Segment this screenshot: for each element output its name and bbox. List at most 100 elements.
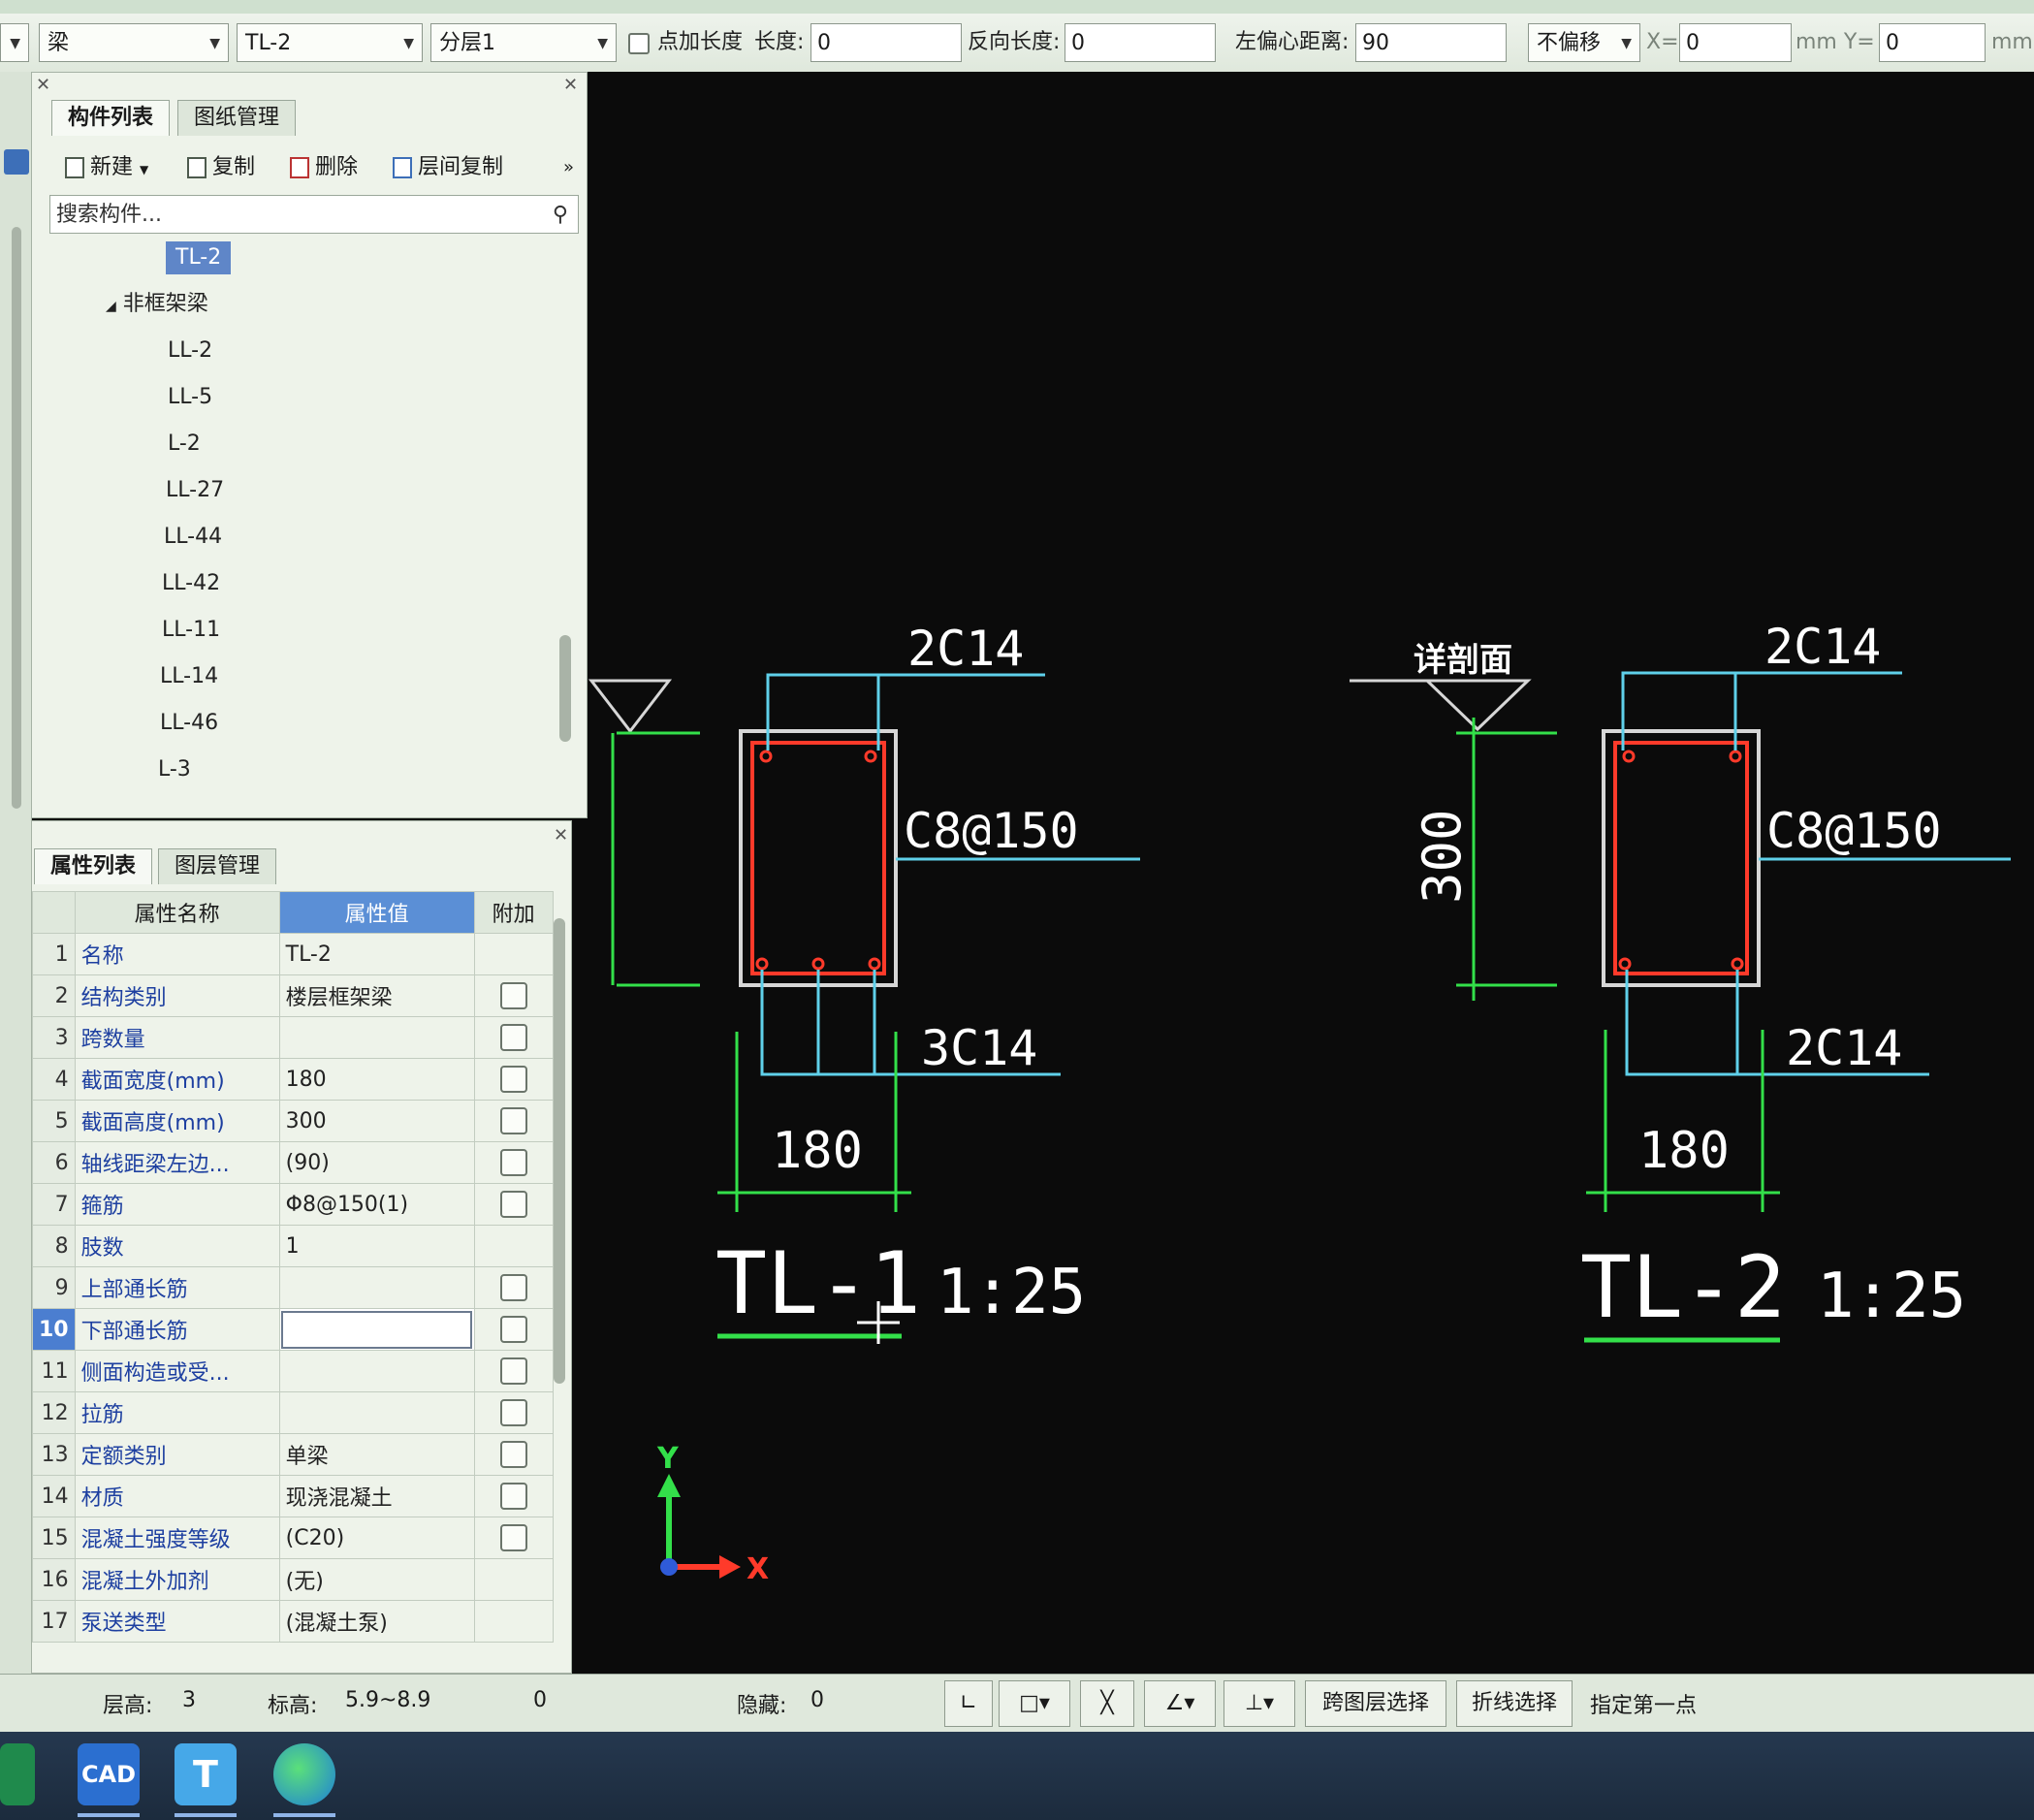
property-value[interactable] [278,1391,475,1434]
tree-item[interactable]: LL-27 [166,478,225,502]
angle-button[interactable]: ∠▾ [1144,1680,1216,1727]
property-value[interactable]: (混凝土泵) [278,1600,475,1643]
property-value[interactable]: 300 [278,1100,475,1142]
property-value[interactable]: (无) [278,1558,475,1601]
close-icon[interactable]: ✕ [554,825,569,846]
more-icon[interactable]: » [563,157,575,177]
extra-checkbox[interactable] [499,1399,527,1426]
left-dropdown[interactable]: ▼ [0,23,29,62]
type-combo[interactable]: 梁▼ [39,23,229,62]
extra-checkbox[interactable] [499,1316,527,1343]
property-value[interactable]: 1 [278,1225,475,1267]
tree-item[interactable]: LL-44 [164,525,223,549]
layer-combo[interactable]: 分层1▼ [430,23,617,62]
extra-checkbox[interactable] [499,1441,527,1468]
excel-icon[interactable] [0,1743,35,1805]
property-value[interactable]: TL-2 [278,933,475,975]
ortho-button[interactable]: ∟ [944,1680,993,1727]
tree-item[interactable]: L-3 [158,757,191,782]
edge-browser-icon[interactable] [273,1743,335,1805]
tree-item[interactable]: LL-2 [168,338,213,363]
tree-item[interactable]: L-2 [168,431,201,456]
tree-item[interactable]: LL-14 [160,664,219,688]
property-value[interactable]: 180 [278,1058,475,1101]
property-value[interactable]: (90) [278,1141,475,1184]
extra-checkbox[interactable] [499,982,527,1009]
tab-component-list[interactable]: 构件列表 [51,100,171,136]
tab-drawing-management[interactable]: 图纸管理 [177,100,297,136]
extra-checkbox[interactable] [499,1024,527,1051]
x-input[interactable]: 0 [1679,23,1792,62]
tree-item-selected[interactable]: TL-2 [166,241,232,274]
property-value[interactable] [278,1266,475,1309]
y-input[interactable]: 0 [1879,23,1986,62]
copy-button[interactable]: 复制 [187,148,255,187]
extra-length-checkbox[interactable] [628,33,650,54]
tree-item[interactable]: LL-5 [168,385,213,409]
tree-item[interactable]: LL-46 [160,711,219,735]
tl2-bottom-bars-label: 2C14 [1786,1020,1902,1076]
select-box-button[interactable]: □▾ [999,1680,1070,1727]
cross-layer-select-button[interactable]: 跨图层选择 [1305,1680,1446,1727]
member-combo[interactable]: TL-2▼ [237,23,423,62]
offset-combo[interactable]: 不偏移▼ [1528,23,1640,62]
left-scrollbar[interactable] [12,227,21,809]
reverse-length-input[interactable]: 0 [1065,23,1216,62]
extra-checkbox[interactable] [499,1191,527,1218]
search-input[interactable]: 搜索构件...⚲ [49,195,579,234]
tab-property-list[interactable]: 属性列表 [34,848,153,884]
tree-item[interactable]: LL-42 [162,571,221,595]
tree-scrollbar[interactable] [559,635,571,742]
cross-select-button[interactable]: ╳ [1080,1680,1134,1727]
property-value[interactable]: 单梁 [278,1433,475,1476]
property-value[interactable]: 现浇混凝土 [278,1475,475,1517]
tree-item[interactable]: LL-11 [162,618,221,642]
cad-canvas[interactable]: 2C14 C8@150 3C14 180 TL-1 1:25 详剖面 300 [588,72,2034,1672]
layer-copy-button[interactable]: 层间复制 [393,148,503,187]
extra-checkbox[interactable] [499,1107,527,1134]
property-value[interactable]: 楼层框架梁 [278,974,475,1017]
offset-distance-input[interactable]: 90 [1355,23,1507,62]
extra-checkbox[interactable] [499,1149,527,1176]
length-input[interactable]: 0 [810,23,962,62]
snap-button[interactable]: ⊥▾ [1224,1680,1295,1727]
extra-checkbox[interactable] [499,1524,527,1551]
extra-checkbox[interactable] [499,1066,527,1093]
property-value[interactable]: (C20) [278,1517,475,1559]
tab-layer-management[interactable]: 图层管理 [158,848,277,884]
extra-checkbox[interactable] [499,1357,527,1385]
new-button[interactable]: 新建 ▼ [65,148,148,187]
extra-checkbox[interactable] [499,1274,527,1301]
polyline-select-button[interactable]: 折线选择 [1456,1680,1573,1727]
property-scrollbar[interactable] [554,918,565,1384]
cad-app-icon[interactable]: CAD [78,1743,140,1805]
t-app-icon[interactable]: T [175,1743,237,1805]
panel-icon[interactable] [4,149,29,175]
delete-button[interactable]: 删除 [290,148,358,187]
extra-checkbox[interactable] [499,1483,527,1510]
property-value[interactable] [278,1308,475,1351]
close-icon[interactable]: ✕ [563,75,579,95]
close-icon[interactable]: ✕ [36,75,51,95]
property-value[interactable]: Φ8@150(1) [278,1183,475,1226]
property-value[interactable] [278,1016,475,1059]
property-value[interactable] [278,1350,475,1392]
tree-group[interactable]: ◢ 非框架梁 [106,288,208,321]
